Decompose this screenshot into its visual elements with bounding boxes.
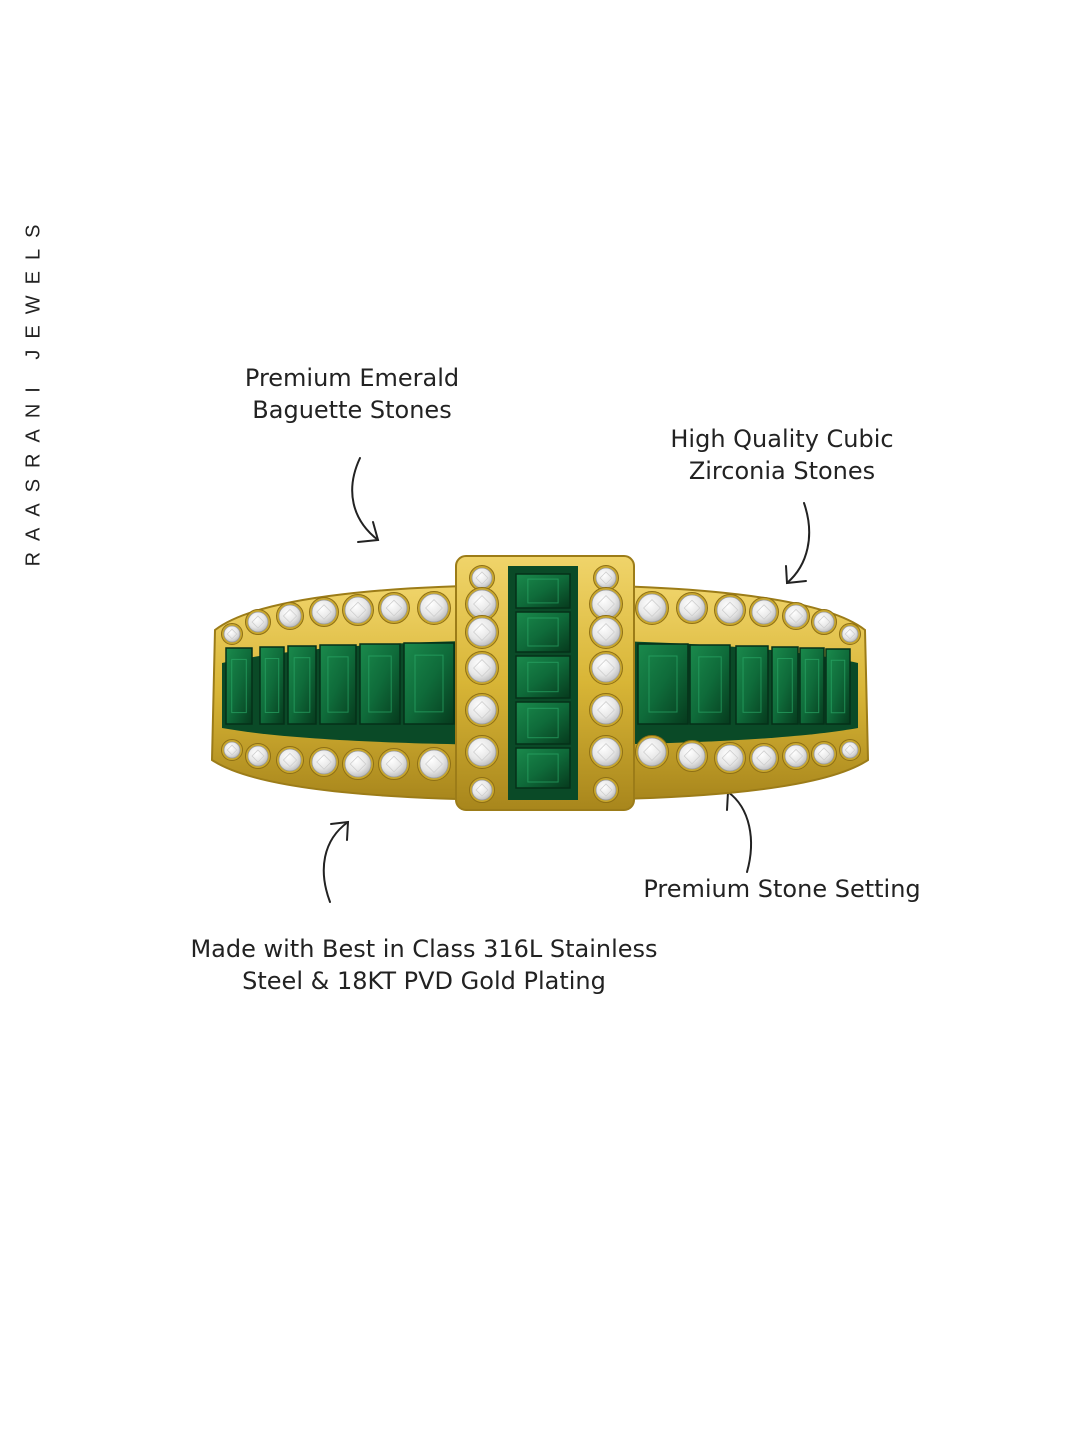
callout-emerald-line1: Premium Emerald: [244, 364, 460, 392]
diamond-stone: [811, 609, 837, 635]
emerald-stone: [225, 647, 253, 725]
center-diamond-column-left: [465, 565, 499, 803]
diamond-stone: [342, 748, 374, 780]
diamond-stone: [593, 777, 619, 803]
diamond-stone: [309, 597, 339, 627]
emerald-stone: [735, 645, 769, 725]
diamond-stone: [309, 747, 339, 777]
callout-material: Made with Best in Class 316L Stainless S…: [190, 933, 657, 997]
callout-cz-line2: Zirconia Stones: [688, 457, 876, 485]
arrow-material-icon: [322, 820, 350, 903]
emerald-stone: [259, 646, 285, 725]
center-emerald-column: [515, 573, 571, 789]
emerald-row-right: [637, 643, 851, 725]
emerald-stone: [515, 573, 571, 609]
diamond-stone: [811, 741, 837, 767]
callout-material-line1: Made with Best in Class 316L Stainless: [190, 935, 658, 963]
emerald-stone: [825, 648, 851, 725]
diamond-stone: [714, 594, 746, 626]
diamond-stone: [465, 615, 499, 649]
diamond-stone: [593, 565, 619, 591]
callout-cubic-zirconia: High Quality Cubic Zirconia Stones: [670, 423, 893, 487]
diamond-stone: [417, 591, 451, 625]
diamond-stone: [465, 587, 499, 621]
callout-cz-line1: High Quality Cubic: [670, 425, 894, 453]
diamond-stone: [465, 735, 499, 769]
diamond-stone: [749, 743, 779, 773]
diamond-stone: [589, 651, 623, 685]
callout-emerald-stones: Premium Emerald Baguette Stones: [245, 362, 459, 426]
diamond-stone: [782, 602, 810, 630]
diamond-stone: [469, 565, 495, 591]
diamond-stone: [245, 609, 271, 635]
diamond-row-bottom: [221, 735, 861, 781]
callout-material-line2: Steel & 18KT PVD Gold Plating: [242, 967, 606, 995]
diamond-stone: [839, 623, 861, 645]
diamond-stone: [589, 693, 623, 727]
emerald-stone: [515, 655, 571, 699]
diamond-stone: [469, 777, 495, 803]
arrow-emerald-icon: [351, 457, 380, 543]
diamond-stone: [676, 740, 708, 772]
emerald-stone: [515, 701, 571, 745]
emerald-stone: [799, 647, 825, 725]
emerald-stone: [403, 642, 455, 725]
diamond-stone: [714, 742, 746, 774]
diamond-stone: [276, 746, 304, 774]
diamond-stone: [378, 592, 410, 624]
callout-setting-line1: Premium Stone Setting: [643, 875, 921, 903]
diamond-stone: [221, 623, 243, 645]
emerald-stone: [637, 643, 689, 725]
arrow-cz-icon: [785, 502, 811, 585]
diamond-stone: [276, 602, 304, 630]
diamond-stone: [221, 739, 243, 761]
emerald-stone: [689, 644, 731, 725]
diamond-stone: [465, 651, 499, 685]
callout-emerald-line2: Baguette Stones: [252, 396, 452, 424]
diamond-stone: [245, 743, 271, 769]
diamond-stone: [378, 748, 410, 780]
arrow-setting-icon: [726, 789, 753, 873]
emerald-stone: [319, 644, 357, 725]
emerald-stone: [771, 646, 799, 725]
emerald-stone: [287, 645, 317, 725]
diamond-row-top: [221, 591, 861, 645]
diamond-stone: [589, 735, 623, 769]
diamond-stone: [749, 597, 779, 627]
emerald-row-left: [225, 642, 455, 725]
diamond-stone: [635, 735, 669, 769]
diamond-stone: [782, 742, 810, 770]
diamond-stone: [589, 615, 623, 649]
emerald-stone: [515, 611, 571, 653]
diamond-stone: [465, 693, 499, 727]
diamond-stone: [839, 739, 861, 761]
diamond-stone: [676, 592, 708, 624]
callout-stone-setting: Premium Stone Setting: [643, 873, 920, 905]
diamond-stone: [635, 591, 669, 625]
emerald-stone: [515, 747, 571, 789]
diamond-stone: [342, 594, 374, 626]
center-diamond-column-right: [589, 565, 623, 803]
diamond-stone: [417, 747, 451, 781]
emerald-stone: [359, 643, 401, 725]
diamond-stone: [589, 587, 623, 621]
